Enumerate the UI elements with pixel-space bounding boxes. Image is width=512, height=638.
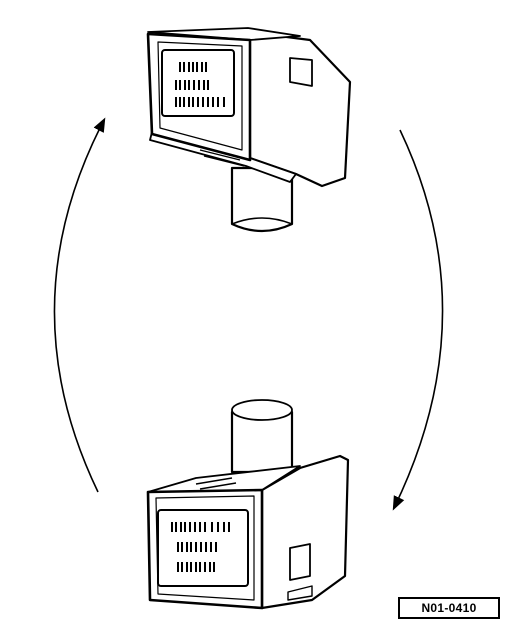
connector-cylinder-top: [230, 166, 294, 233]
side-window-top: [289, 57, 313, 87]
left-rotation-arrow: [53, 117, 106, 493]
right-rotation-arrow: [392, 129, 444, 511]
barcode-label-bottom: [157, 509, 249, 587]
figure-reference-code: N01-0410: [398, 597, 500, 619]
side-window-bottom: [289, 543, 311, 581]
connector-cylinder-bottom: [230, 399, 294, 474]
sensor-unit-bottom: [146, 399, 350, 610]
barcode-label-top: [161, 49, 235, 117]
sensor-unit-top: [146, 27, 352, 233]
